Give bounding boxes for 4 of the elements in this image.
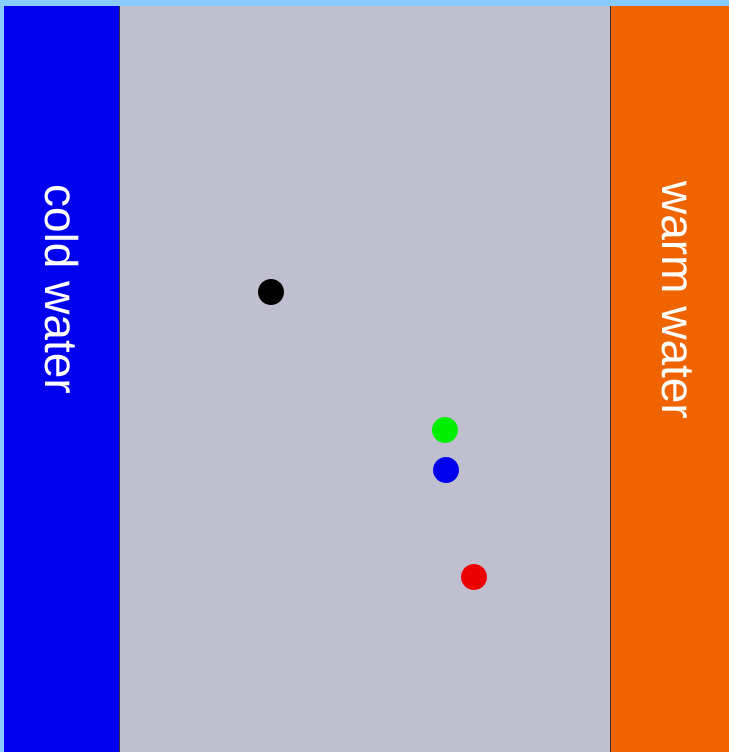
band-label: warm water <box>655 181 701 419</box>
water-band <box>610 6 729 752</box>
water-band <box>4 6 120 752</box>
band-label: cold water <box>38 184 84 394</box>
